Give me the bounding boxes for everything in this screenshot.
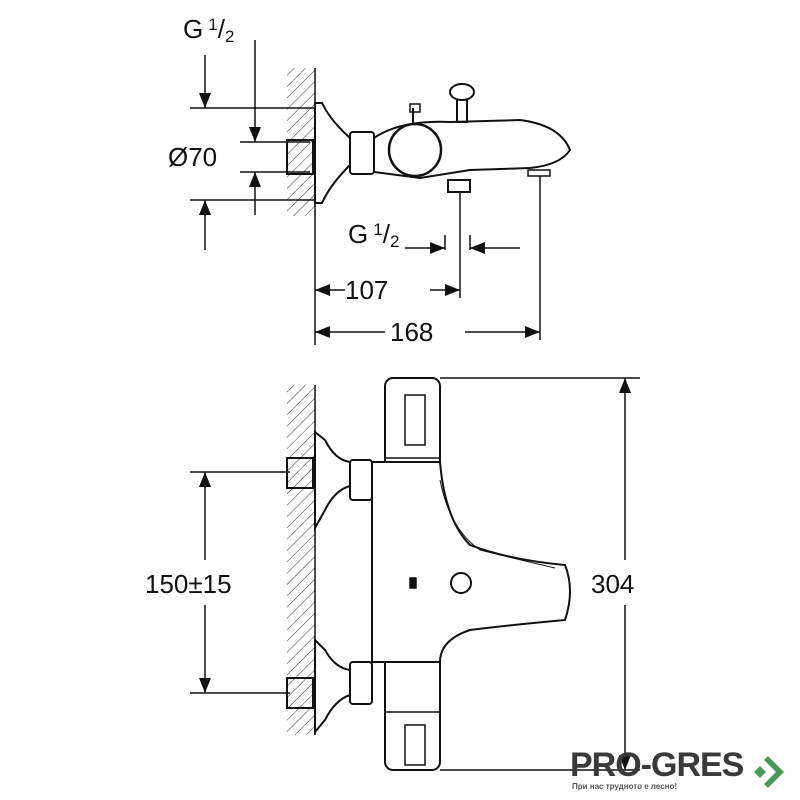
logo-name: PRO-GRES (570, 746, 744, 784)
dim-107: 107 (345, 275, 388, 305)
wall-hatching (287, 385, 315, 735)
logo-tagline: При нас трудното е лесно! (572, 782, 678, 791)
outlet-button (450, 572, 472, 594)
dim-304: 304 (591, 569, 634, 599)
diverter-knob (449, 83, 475, 101)
pro-gres-logo: PRO-GRES При нас трудното е лесно! (570, 746, 795, 794)
diameter-label: Ø70 (168, 142, 217, 172)
temperature-dial (387, 122, 443, 178)
diamond-arrow-icon (754, 756, 784, 788)
dim-168: 168 (390, 317, 433, 347)
front-view (190, 377, 640, 771)
dim-150: 150±15 (145, 569, 232, 599)
top-view (190, 40, 572, 345)
